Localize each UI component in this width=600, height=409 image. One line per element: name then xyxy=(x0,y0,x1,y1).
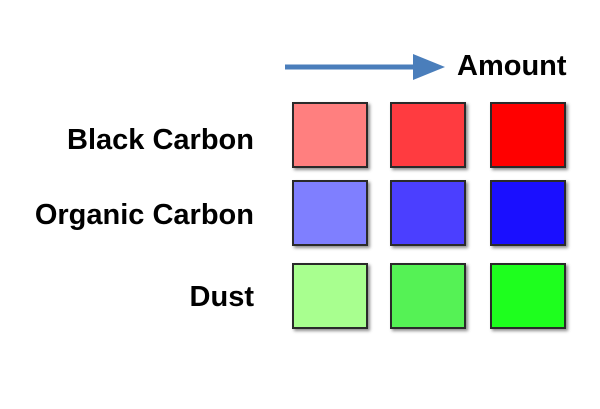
swatch-black-carbon-mid xyxy=(390,102,466,168)
arrow-head xyxy=(413,54,445,80)
row-label-black-carbon: Black Carbon xyxy=(67,124,254,156)
swatch-organic-carbon-low xyxy=(292,180,368,246)
swatch-dust-mid xyxy=(390,263,466,329)
swatch-organic-carbon-mid xyxy=(390,180,466,246)
row-label-organic-carbon: Organic Carbon xyxy=(34,199,254,231)
amount-axis-label: Amount xyxy=(457,50,567,82)
swatch-dust-high xyxy=(490,263,566,329)
right-arrow-icon xyxy=(285,54,445,80)
swatch-dust-low xyxy=(292,263,368,329)
row-label-dust: Dust xyxy=(189,281,254,313)
swatch-black-carbon-low xyxy=(292,102,368,168)
swatch-black-carbon-high xyxy=(490,102,566,168)
swatch-organic-carbon-high xyxy=(490,180,566,246)
